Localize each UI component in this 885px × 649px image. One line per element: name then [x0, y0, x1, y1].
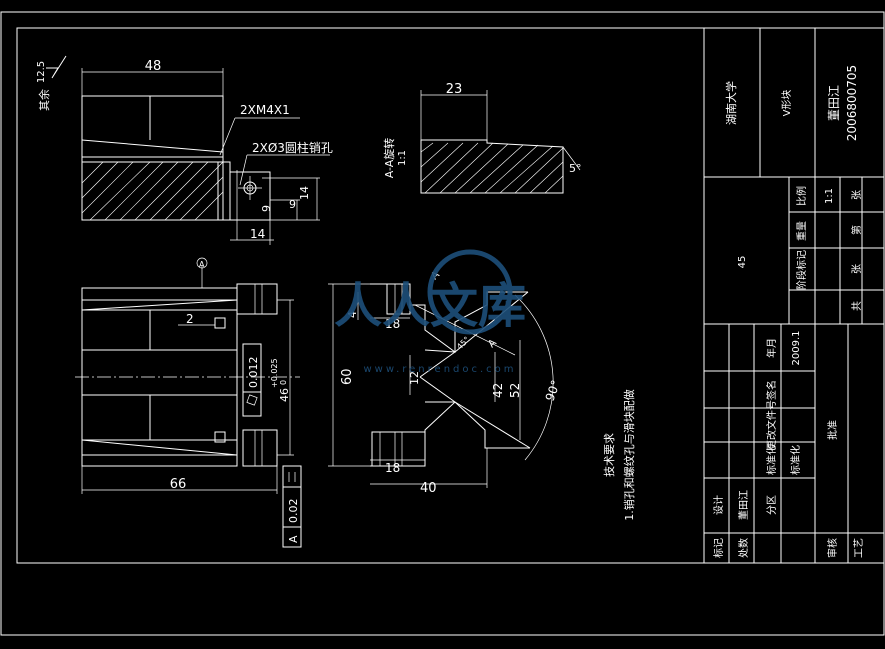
- tb-scale-value: 1:1: [824, 188, 835, 204]
- v-block-end-view: A A 60 4 18 18 12 42 52 40 90° 45°: [328, 269, 563, 496]
- tb-sig-name: 董田江: [737, 490, 750, 520]
- dim-18-bottom: 18: [385, 461, 400, 475]
- tb-student-id: 2006800705: [845, 65, 859, 141]
- dim-40: 40: [420, 481, 437, 496]
- tb-sheet-label: 第: [850, 225, 863, 235]
- dim-23: 23: [446, 82, 463, 97]
- tb-standardize: 标准化: [789, 445, 802, 475]
- dim-46: 46: [278, 388, 291, 402]
- dim-66: 66: [170, 477, 187, 492]
- tb-school: 湖南大学: [724, 81, 738, 125]
- dim-46-tol: +0.025: [270, 358, 279, 388]
- dim-4: 4: [346, 311, 359, 318]
- section-aa-view: 23 5° A-A旋转 1:1: [382, 82, 582, 194]
- tb-date: 2009.1: [791, 331, 802, 366]
- dim-9: 9: [289, 198, 296, 211]
- technical-requirements: 技术要求 1.销孔和螺纹孔与滑块配做: [603, 389, 636, 521]
- front-view: A 2 66 46 +0.025 0 0.012 0.02 A: [75, 257, 302, 548]
- angle-45: 45°: [455, 335, 471, 351]
- angle-5: 5°: [569, 162, 582, 175]
- parallel-datum: A: [287, 535, 300, 543]
- dim-46-tol0: 0: [279, 380, 288, 385]
- tb-sheet-unit: 张: [851, 190, 863, 200]
- tb-weight-label: 重量: [795, 221, 808, 241]
- tb-count: 处数: [737, 538, 750, 558]
- section-scale: 1:1: [397, 150, 408, 166]
- tb-sheets-unit: 张: [851, 264, 863, 274]
- tb-sheets-label: 共: [851, 301, 863, 311]
- section-mark-bottom: A: [486, 337, 499, 350]
- title-block: 湖南大学 V形块 董田江 2006800705 45 比例 1:1 重量 阶段标…: [703, 28, 884, 563]
- watermark-text: 人人文库: [334, 278, 526, 334]
- remaining-roughness-label: 其余: [37, 89, 51, 111]
- tech-title: 技术要求: [603, 433, 616, 477]
- tb-approve: 批准: [826, 420, 839, 440]
- parallel-value: 0.02: [287, 499, 300, 524]
- tb-year-month: 年月: [765, 338, 778, 358]
- dim-52: 52: [508, 383, 522, 398]
- watermark-url: www.renrendoc.com: [363, 364, 516, 375]
- tb-part-name: V形块: [781, 90, 793, 117]
- tech-line1: 1.销孔和螺纹孔与滑块配做: [622, 389, 636, 521]
- dim-12: 12: [408, 371, 421, 385]
- thread-label: 2XM4X1: [240, 103, 290, 117]
- section-title: A-A旋转: [382, 138, 396, 179]
- tb-signature: 签名: [765, 380, 778, 400]
- tb-change-doc: 更改文件号: [765, 400, 778, 450]
- dim-60: 60: [340, 368, 355, 385]
- tb-scale-label: 比例: [795, 186, 808, 206]
- dim-48: 48: [145, 59, 162, 74]
- inner-frame: [16, 27, 885, 564]
- dim-18-top: 18: [385, 317, 400, 331]
- flatness-value: 0.012: [247, 357, 260, 389]
- tb-designer: 董田江: [827, 85, 841, 121]
- pin-holes-label: 2XØ3圆柱销孔: [252, 140, 333, 155]
- tb-mark: 标记: [713, 538, 725, 558]
- tb-std-name: 标准化: [765, 445, 778, 475]
- tb-process: 工艺: [853, 538, 865, 558]
- dim-14-vertical: 14: [298, 186, 311, 200]
- tb-design: 设计: [712, 495, 725, 515]
- dim-42: 42: [491, 383, 505, 398]
- dim-2: 2: [186, 312, 194, 326]
- roughness-value: 12.5: [36, 61, 47, 83]
- tb-review: 审核: [826, 538, 839, 558]
- dim-14: 14: [250, 227, 265, 241]
- watermark: 人人文库 www.renrendoc.com: [334, 249, 526, 375]
- dim-9-small: 9: [260, 205, 273, 212]
- tb-stage-label: 阶段标记: [795, 250, 808, 290]
- datum-a: A: [199, 260, 205, 269]
- top-left-view: 48 2XM4X1 2XØ3圆柱销孔 9 9 14 14 其余 12.5: [36, 55, 333, 245]
- tb-zone: 分区: [766, 495, 778, 515]
- angle-90: 90°: [543, 378, 563, 403]
- tb-material: 45: [737, 256, 748, 269]
